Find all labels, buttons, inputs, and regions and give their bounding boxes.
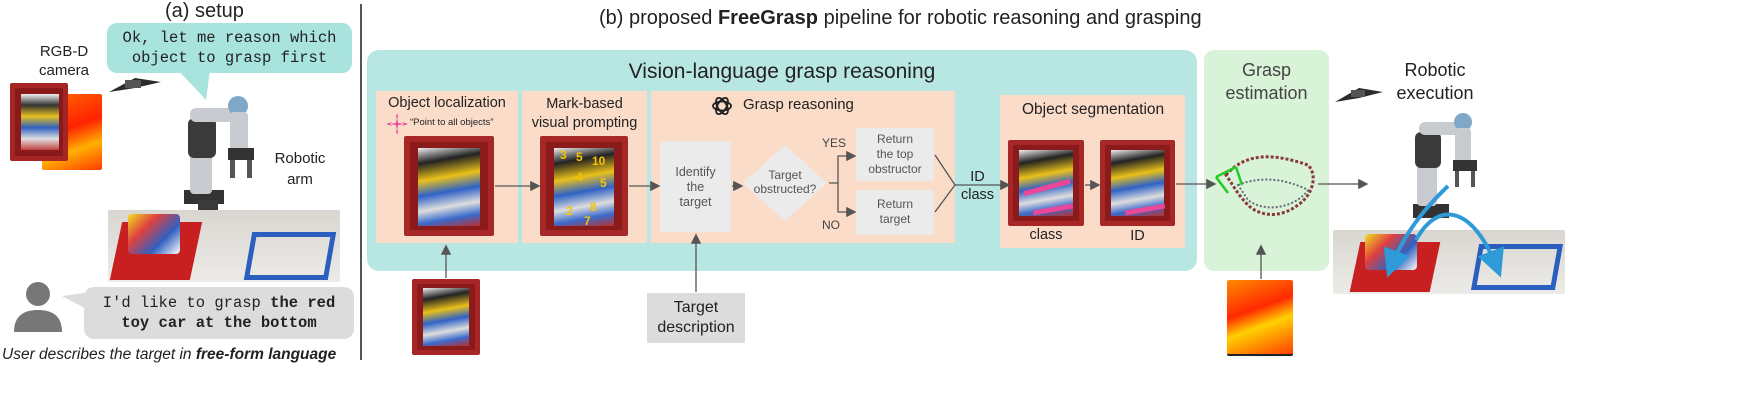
- user-speech-bubble: I'd like to grasp the red toy car at the…: [84, 287, 354, 339]
- decision-line1: Target: [768, 168, 802, 182]
- mark-label: 2: [566, 204, 573, 218]
- target-description-line2: description: [657, 319, 735, 336]
- robot-speech-bubble: Ok, let me reason which object to grasp …: [107, 23, 352, 73]
- setup-caption-plain: User describes the target in: [2, 346, 196, 363]
- robot-bubble-line2: object to grasp first: [131, 49, 328, 67]
- robot-bubble-line1: Ok, let me reason which: [122, 29, 337, 47]
- mark-label: 10: [592, 154, 606, 168]
- rgb-image-thumbnail: [10, 83, 68, 161]
- openai-logo-icon: [712, 96, 732, 116]
- camera-label-line2: camera: [38, 62, 90, 79]
- execution-camera-icon: [1335, 88, 1383, 102]
- marked-scene-photo: 3 5 10 4 5 2 8 7: [540, 136, 628, 236]
- id-class-line1: ID: [970, 169, 985, 185]
- mark-label: 8: [590, 200, 597, 214]
- pipeline-title-prefix: (b) proposed: [599, 7, 718, 29]
- tabletop-scene-photo: [108, 210, 340, 282]
- point-cloud-grasp-visual: [1215, 155, 1315, 216]
- robotic-execution-title: Robotic execution: [1385, 59, 1485, 105]
- pipeline-title-suffix: pipeline for robotic reasoning and grasp…: [818, 7, 1202, 29]
- id-class-line2: class: [960, 187, 995, 203]
- merge-lines: [934, 154, 956, 213]
- identify-line3: target: [679, 195, 712, 209]
- object-localization-prompt: “Point to all objects”: [410, 117, 494, 128]
- no-label: NO: [822, 218, 840, 232]
- segmentation-id-photo: [1100, 140, 1175, 226]
- execution-motion-arrows: [1383, 184, 1504, 278]
- object-localization-title: Object localization: [388, 95, 506, 111]
- user-bubble-bold-2: toy car at the bottom: [121, 314, 317, 332]
- depth-map-image: [1227, 280, 1293, 356]
- pipeline-title-bold: FreeGrasp: [717, 7, 819, 29]
- return-target-box: Return target: [856, 190, 934, 235]
- return-obstructor-line1: Return: [876, 132, 914, 146]
- robotic-execution-line2: execution: [1396, 83, 1474, 103]
- segmentation-id-label: ID: [1130, 228, 1145, 244]
- setup-caption: User describes the target in free-form l…: [2, 346, 336, 364]
- mark-label: 4: [576, 170, 583, 184]
- gemini-logo-icon: [386, 113, 408, 135]
- return-obstructor-line2: the top: [876, 147, 914, 161]
- arm-label-line1: Robotic: [274, 150, 326, 167]
- arm-label: Robotic arm: [265, 148, 335, 190]
- user-bubble-bold-1: the red: [270, 294, 336, 312]
- mark-prompting-title-line1: Mark-based: [546, 96, 623, 112]
- return-target-line1: Return: [876, 197, 914, 211]
- target-description-line1: Target: [673, 299, 719, 316]
- user-bubble-plain: I'd like to grasp: [102, 294, 271, 312]
- localization-scene-photo: [404, 136, 494, 236]
- mark-label: 5: [576, 150, 583, 164]
- mark-prompting-title-line2: visual prompting: [531, 115, 638, 131]
- pipeline-title: (b) proposed FreeGrasp pipeline for robo…: [599, 7, 1202, 30]
- camera-label-line1: RGB-D: [39, 43, 89, 60]
- execution-robot-arm: [1413, 113, 1477, 218]
- id-class-label: ID class: [955, 168, 1000, 204]
- grasp-estimation-title: Grasp estimation: [1204, 59, 1329, 105]
- grasp-estimation-line2: estimation: [1225, 83, 1308, 103]
- grasp-estimation-line1: Grasp: [1241, 60, 1292, 80]
- mark-prompting-title: Mark-based visual prompting: [522, 95, 647, 133]
- yes-label: YES: [822, 136, 847, 150]
- return-obstructor-box: Return the top obstructor: [856, 128, 934, 181]
- object-segmentation-title: Object segmentation: [1022, 101, 1165, 118]
- identify-line2: the: [686, 180, 705, 194]
- arrow-decision-to-obstructor: [829, 150, 857, 184]
- decision-line2: obstructed?: [753, 182, 817, 196]
- setup-caption-bold: free-form language: [195, 346, 337, 363]
- identify-target-box: Identify the target: [660, 141, 731, 232]
- camera-label: RGB-D camera: [24, 42, 104, 80]
- arm-label-line2: arm: [287, 171, 313, 188]
- mark-label: 7: [584, 214, 591, 228]
- mark-label: 5: [600, 176, 607, 190]
- identify-line1: Identify: [675, 165, 716, 179]
- grasp-estimation-panel: [1204, 50, 1329, 271]
- user-icon: [14, 282, 62, 332]
- segmentation-class-label: class: [1029, 227, 1063, 243]
- grasp-reasoning-title: Grasp reasoning: [743, 96, 854, 113]
- robotic-execution-line1: Robotic: [1404, 60, 1466, 80]
- decision-text: Target obstructed?: [742, 168, 828, 196]
- robot-bubble-tail: [178, 70, 210, 100]
- section-divider: [360, 4, 362, 360]
- arrow-decision-to-target: [837, 183, 857, 218]
- decision-diamond: [743, 145, 827, 221]
- target-description-box: Target description: [647, 293, 745, 343]
- mark-label: 3: [560, 148, 567, 162]
- camera-icon: [109, 78, 161, 92]
- input-scene-photo: [412, 279, 480, 355]
- return-obstructor-line3: obstructor: [868, 162, 922, 176]
- return-target-line2: target: [879, 212, 911, 226]
- vlgr-title: Vision-language grasp reasoning: [628, 60, 936, 83]
- setup-title: (a) setup: [165, 0, 244, 22]
